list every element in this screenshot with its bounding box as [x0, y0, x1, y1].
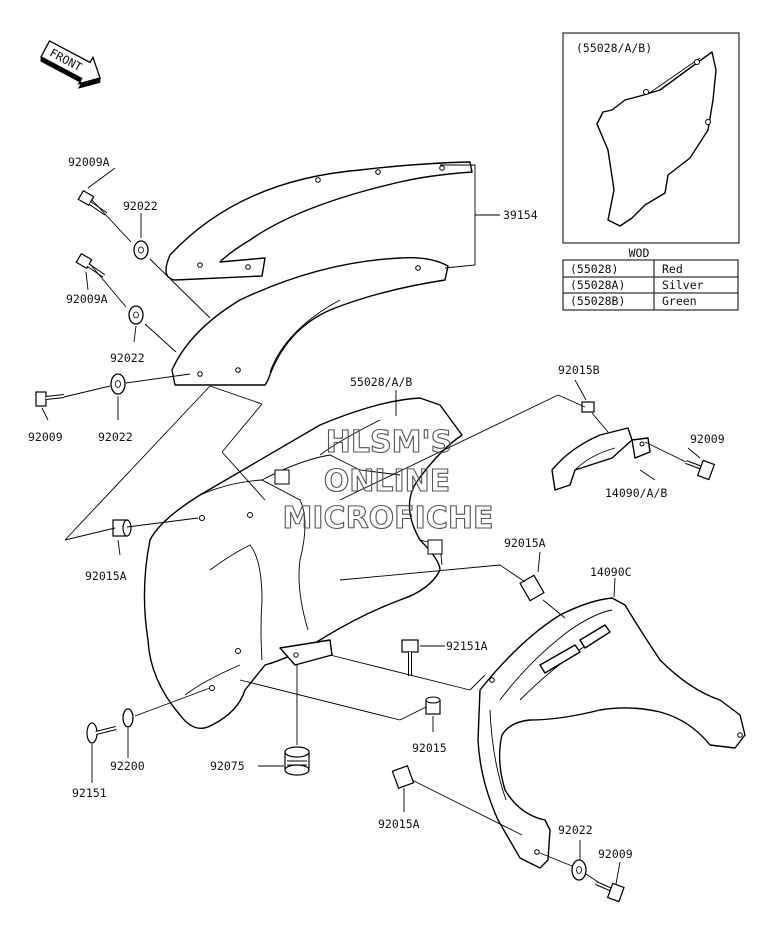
main-fairing-part — [143, 397, 463, 729]
watermark-line-1: HLSM'S — [326, 425, 452, 460]
watermark: HLSM'S ONLINE MICROFICHE — [282, 424, 494, 536]
label-92009-right: 92009 — [690, 432, 725, 446]
label-92022-bottom: 92022 — [558, 823, 593, 837]
washer-92200 — [122, 708, 134, 728]
clip-92015B-part — [581, 401, 595, 413]
table-heading: WOD — [629, 246, 650, 260]
inset-title: (55028/A/B) — [576, 41, 652, 55]
table-row-2-code: (55028A) — [570, 278, 625, 292]
label-92200: 92200 — [110, 759, 145, 773]
watermark-line-3: MICROFICHE — [283, 501, 494, 536]
table-row-3-code: (55028B) — [570, 294, 625, 308]
bolt-92009-bottom — [595, 881, 625, 903]
label-92009A-top: 92009A — [68, 155, 110, 169]
label-92009-left: 92009 — [28, 430, 63, 444]
grommet-92015A-left — [112, 519, 132, 537]
leader-lines — [41, 167, 701, 885]
part-labels: 92009A 92022 39154 92009A 92022 92009 92… — [28, 155, 725, 861]
label-92022-left: 92022 — [98, 430, 133, 444]
label-14090C: 14090C — [590, 565, 632, 579]
label-92022-top: 92022 — [123, 199, 158, 213]
inset-panel: (55028/A/B) — [562, 32, 740, 244]
bolt-92009-right — [685, 459, 716, 481]
label-39154: 39154 — [503, 208, 538, 222]
table-row-1-code: (55028) — [570, 262, 618, 276]
label-55028: 55028/A/B — [350, 375, 412, 389]
inner-cowl-part — [171, 256, 449, 386]
bolt-92151A — [401, 639, 419, 676]
label-92009A-mid: 92009A — [66, 292, 108, 306]
label-92151A: 92151A — [446, 639, 488, 653]
table-row-2-color: Silver — [662, 278, 704, 292]
label-92015A-mid: 92015A — [504, 536, 546, 550]
bolt-92009-left — [35, 391, 65, 407]
damper-92075 — [284, 746, 310, 776]
grommet-92015A-bottom — [391, 765, 415, 789]
table-row-3-color: Green — [662, 294, 697, 308]
lower-cowl-part — [477, 597, 746, 869]
label-14090: 14090/A/B — [605, 486, 667, 500]
label-92075: 92075 — [210, 759, 245, 773]
label-92015A-left: 92015A — [85, 569, 127, 583]
small-bracket-part — [551, 427, 651, 491]
watermark-line-2: ONLINE — [324, 464, 451, 499]
label-92022-mid: 92022 — [110, 351, 145, 365]
label-92151: 92151 — [72, 786, 107, 800]
color-table: WOD (55028) Red (55028A) Silver (55028B)… — [562, 246, 739, 311]
front-arrow-icon: FRONT — [40, 40, 101, 89]
label-92015A-bottom: 92015A — [378, 817, 420, 831]
label-92015: 92015 — [412, 741, 447, 755]
label-92009-bottom: 92009 — [598, 847, 633, 861]
inset-fairing-part — [596, 51, 717, 227]
grommet-92015 — [425, 696, 441, 715]
windshield-part — [165, 161, 473, 281]
table-row-1-color: Red — [662, 262, 683, 276]
bolt-92151 — [86, 722, 117, 744]
grommet-92015A-mid — [519, 574, 545, 602]
label-92015B: 92015B — [558, 363, 600, 377]
